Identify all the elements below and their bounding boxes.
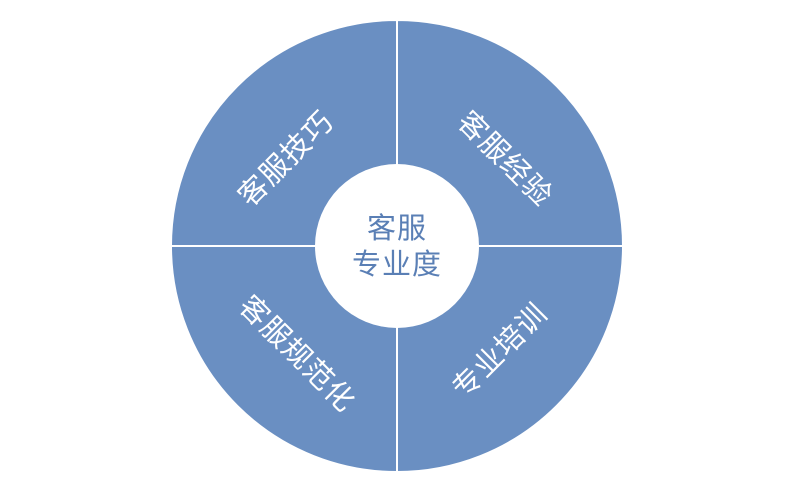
center-label-line1: 客服 xyxy=(367,211,427,245)
center-circle xyxy=(315,164,479,328)
center-label-line2: 专业度 xyxy=(352,247,442,281)
